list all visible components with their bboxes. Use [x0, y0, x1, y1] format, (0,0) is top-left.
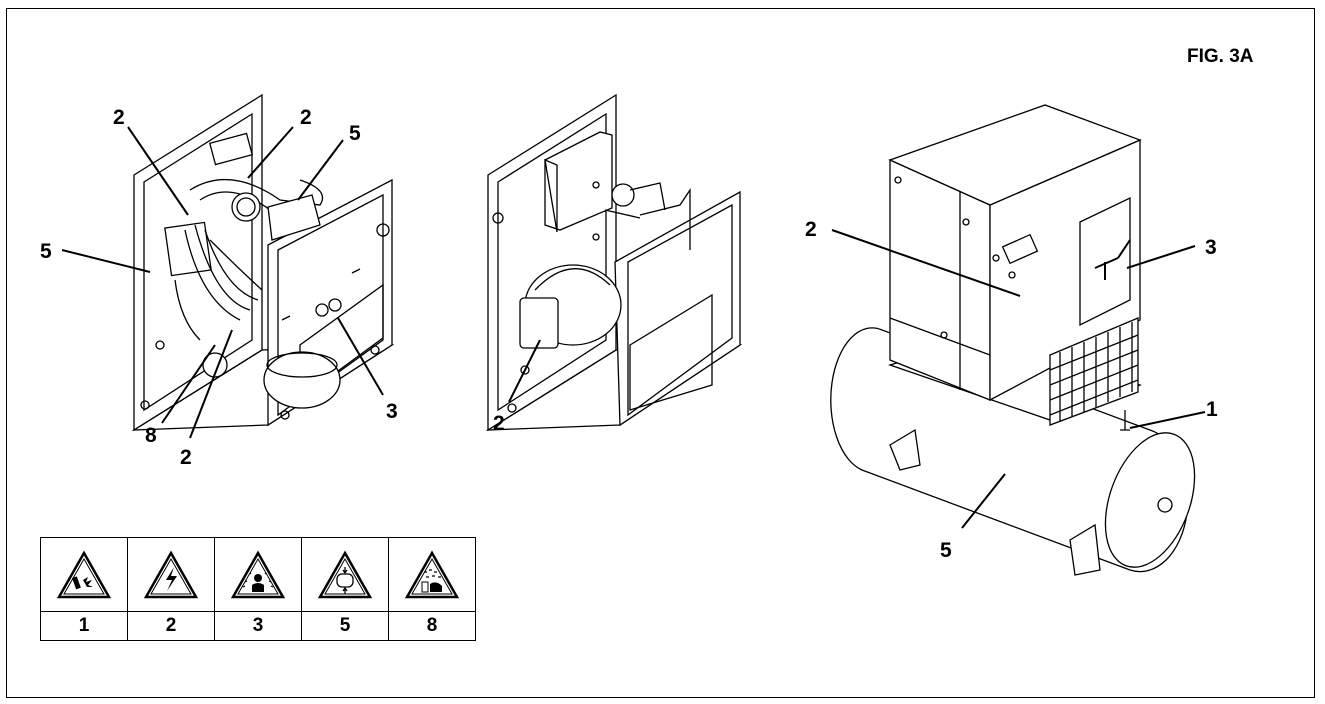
callout-middle-2: 2 — [493, 412, 505, 435]
legend-number-2: 2 — [127, 611, 215, 641]
warning-label-legend: 1 2 3 5 8 — [40, 537, 476, 641]
callout-3: 3 — [386, 400, 398, 423]
callout-2a: 2 — [113, 106, 125, 129]
pressure-vessel-icon — [317, 549, 373, 598]
legend-number-8: 8 — [388, 611, 476, 641]
left-unit-pointers — [61, 126, 384, 439]
legend-number-1: 1 — [40, 611, 128, 641]
explosion-hazard-icon — [56, 549, 112, 598]
air-discharge-icon — [230, 549, 286, 598]
callout-comp-1: 1 — [1206, 398, 1218, 421]
callout-2c: 2 — [180, 446, 192, 469]
left-unit-callouts: 2 2 5 5 8 2 3 — [40, 106, 398, 469]
dryer-unit-left — [131, 93, 395, 432]
figure-title: FIG. 3A — [1187, 46, 1254, 67]
callout-5b: 5 — [40, 240, 52, 263]
dryer-unit-middle — [485, 93, 743, 432]
legend-cell-3 — [214, 537, 302, 612]
legend-cell-2 — [127, 537, 215, 612]
callout-comp-5: 5 — [940, 539, 952, 562]
compressor-with-tank — [830, 104, 1196, 576]
callout-2b: 2 — [300, 106, 312, 129]
callout-8: 8 — [145, 424, 157, 447]
figure-frame — [6, 8, 1315, 698]
legend-cell-5 — [301, 537, 389, 612]
legend-cell-8 — [388, 537, 476, 612]
compressor-pointers — [831, 229, 1206, 529]
legend-cell-1 — [40, 537, 128, 612]
callout-5a: 5 — [349, 122, 361, 145]
compressor-callouts: 2 3 1 5 — [805, 218, 1218, 562]
hot-surface-icon — [404, 549, 460, 598]
callout-comp-3: 3 — [1205, 236, 1217, 259]
legend-number-3: 3 — [214, 611, 302, 641]
legend-number-5: 5 — [301, 611, 389, 641]
electrical-shock-icon — [143, 549, 199, 598]
callout-comp-2: 2 — [805, 218, 817, 241]
